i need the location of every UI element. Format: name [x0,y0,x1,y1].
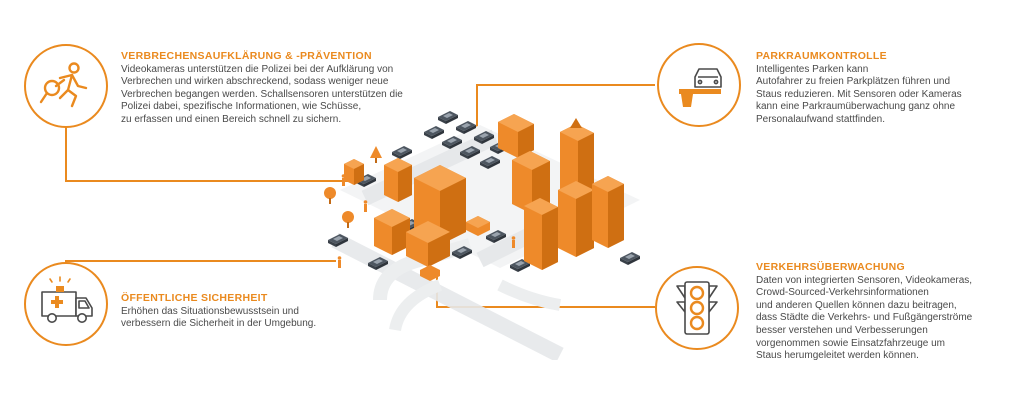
traffic-text-block: VERKEHRSÜBERWACHUNG Daten von integriert… [756,261,1021,363]
connector-parking [476,84,655,127]
parking-icon-circle [657,43,741,127]
safety-body: Erhöhen das Situationsbewusstsein und ve… [121,305,317,330]
ambulance-icon [41,276,93,323]
traffic-title: VERKEHRSÜBERWACHUNG [756,261,906,273]
parking-barrier-car-icon [679,68,722,107]
traffic-icon-circle [655,266,739,350]
safety-text-block: ÖFFENTLICHE SICHERHEIT Erhöhen das Situa… [121,292,381,331]
buildings-right [498,114,624,270]
crime-title: VERBRECHENSAUFKLÄRUNG & -PRÄVENTION [121,50,372,62]
trees [324,146,382,228]
crime-body: Videokameras unterstützen die Polizei be… [121,63,403,125]
safety-title: ÖFFENTLICHE SICHERHEIT [121,292,268,304]
parking-body: Intelligentes Parken kann Autofahrer zu … [756,63,962,125]
parking-title: PARKRAUMKONTROLLE [756,50,887,62]
traffic-body: Daten von integrierten Sensoren, Videoka… [756,274,973,362]
connector-crime [65,127,348,182]
city-illustration [324,111,640,360]
crime-text-block: VERBRECHENSAUFKLÄRUNG & -PRÄVENTION Vide… [121,50,441,127]
crime-icon-circle [24,44,108,128]
running-thief-magnifier-icon [39,62,88,108]
buildings-left [344,158,490,281]
traffic-light-icon [676,281,718,335]
safety-icon-circle [24,262,108,346]
parking-text-block: PARKRAUMKONTROLLE Intelligentes Parken k… [756,50,1016,127]
pedestrians [337,174,516,268]
